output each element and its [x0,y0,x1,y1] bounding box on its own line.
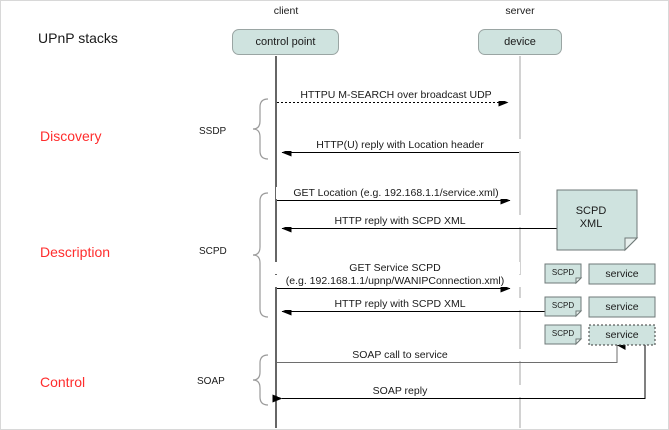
message-label-m7: SOAP call to service [278,349,522,361]
service-box-label-2[interactable]: service [605,301,639,313]
message-label-m2: HTTP(U) reply with Location header [278,139,522,151]
protocol-label-ssdp: SSDP [199,126,227,137]
actor-caption-server: server [505,5,535,17]
message-label-m8: SOAP reply [278,385,522,397]
phase-label-control: Control [40,374,86,390]
service-box-1 [588,263,656,285]
scpd-xml-note-label: SCPD XML [575,205,607,230]
brace-soap [252,354,269,406]
actor-box-device[interactable]: device [478,29,562,55]
service-box-2 [588,296,656,318]
message-label-m5-line2: (e.g. 192.168.1.1/upnp/WANIPConnection.x… [268,275,522,287]
phase-label-discovery: Discovery [40,128,102,144]
actor-box-control-point[interactable]: control point [232,29,339,55]
service-box-3 [588,324,656,346]
phase-label-description: Description [40,244,111,260]
scpd-mini-note-label-2: SCPD [551,301,575,310]
protocol-label-scpd: SCPD [199,246,227,257]
scpd-xml-note-fold [624,237,639,252]
brace-scpd [252,192,269,318]
service-box-label-1[interactable]: service [605,268,639,280]
scpd-mini-note-label-1: SCPD [551,268,575,277]
scpd-mini-note-label-3: SCPD [551,329,575,338]
message-label-m3: GET Location (e.g. 192.168.1.1/service.x… [276,187,516,199]
message-label-m4: HTTP reply with SCPD XML [278,215,522,227]
message-line-m8 [272,338,646,403]
protocol-label-soap: SOAP [197,376,225,387]
message-label-m1: HTTPU M-SEARCH over broadcast UDP [278,89,514,101]
actor-caption-client: client [273,5,299,17]
page-title: UPnP stacks [38,30,118,46]
message-label-m6: HTTP reply with SCPD XML [278,298,522,310]
message-line-m7 [277,340,626,363]
message-label-m5-line1: GET Service SCPD [270,262,520,274]
brace-ssdp [252,98,269,160]
service-box-label-3[interactable]: service [605,329,639,341]
